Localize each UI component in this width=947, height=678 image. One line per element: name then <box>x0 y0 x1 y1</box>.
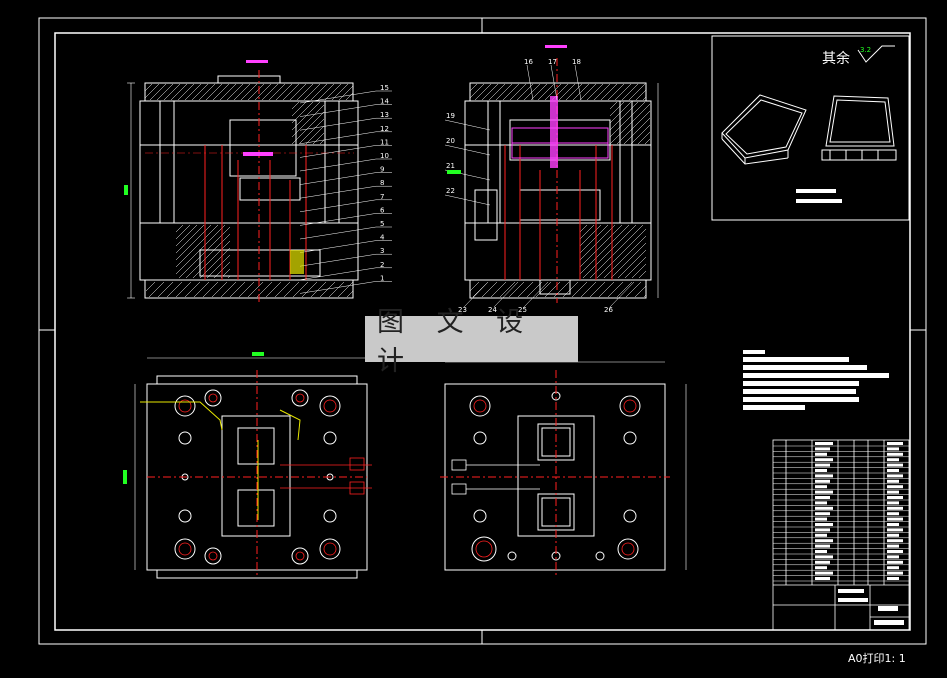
bolt-hole <box>623 431 637 445</box>
bolt-hole <box>471 536 497 562</box>
view-c-dim <box>134 357 367 570</box>
bolt-hole <box>174 538 196 560</box>
bolt-hole <box>204 547 222 565</box>
title-block <box>772 439 910 631</box>
plan-view-c-circles <box>174 389 341 565</box>
part-number-label: 2 <box>380 261 384 269</box>
view-d-dim <box>445 361 687 570</box>
surface-note-label: 其余 <box>822 51 850 67</box>
bolt-hole <box>323 431 337 445</box>
view-a-leaders <box>299 90 392 294</box>
part-number-label: 22 <box>446 187 455 195</box>
bolt-hole <box>178 431 192 445</box>
bom-rows <box>773 445 909 582</box>
part-number-label: 11 <box>380 138 389 146</box>
part-number-label: 9 <box>380 166 384 174</box>
surface-roughness-symbol <box>857 45 895 63</box>
plan-view-d-circles <box>469 391 641 562</box>
bolt-hole <box>178 509 192 523</box>
bolt-hole <box>507 551 517 561</box>
part-3d-right <box>821 95 897 161</box>
part-number-label: 1 <box>380 274 384 282</box>
part-number-label: 6 <box>380 206 385 214</box>
part-number-label: 24 <box>488 306 497 314</box>
part-number-label: 12 <box>380 125 389 133</box>
bolt-hole <box>617 538 639 560</box>
bolt-hole <box>473 509 487 523</box>
section-view-b-hatch <box>469 83 651 298</box>
bolt-hole <box>473 431 487 445</box>
part-number-label: 4 <box>380 234 385 242</box>
part-number-label: 25 <box>518 306 527 314</box>
preview-box <box>711 35 910 221</box>
bolt-hole <box>174 395 196 417</box>
part-number-label: 14 <box>380 98 389 106</box>
section-view-a <box>139 75 359 299</box>
part-3d-left <box>721 94 807 165</box>
part-number-label: 7 <box>380 193 384 201</box>
view-a-numbers: 15 14 13 12 11 10 9 8 7 6 5 4 3 2 1 <box>380 84 389 282</box>
bom-fill <box>815 442 904 625</box>
print-scale-note: A0打印1: 1 <box>848 652 906 665</box>
tech-notes <box>743 350 889 410</box>
part-number-label: 5 <box>380 220 384 228</box>
part-number-label: 26 <box>604 306 613 314</box>
banner-text: 图 文 设 计 <box>377 307 536 377</box>
part-number-label: 19 <box>446 112 455 120</box>
part-number-label: 3 <box>380 247 384 255</box>
part-number-label: 23 <box>458 306 467 314</box>
roughness-value: 3.2 <box>860 46 871 54</box>
bolt-hole <box>323 509 337 523</box>
watermark-banner: 图 文 设 计 <box>365 307 578 377</box>
bolt-hole <box>291 389 309 407</box>
bolt-hole <box>619 395 641 417</box>
bolt-hole <box>319 538 341 560</box>
bolt-hole <box>469 395 491 417</box>
view-b-numbers: 16 17 18 19 20 21 22 23 24 25 26 <box>446 58 613 314</box>
bolt-hole <box>291 547 309 565</box>
bolt-hole <box>319 395 341 417</box>
section-view-a-hatch <box>144 83 354 298</box>
part-number-label: 15 <box>380 84 389 92</box>
part-number-label: 8 <box>380 179 384 187</box>
part-number-label: 13 <box>380 111 389 119</box>
part-number-label: 20 <box>446 137 455 145</box>
view-a-dim <box>127 82 135 299</box>
part-number-label: 16 <box>524 58 533 66</box>
part-number-label: 18 <box>572 58 581 66</box>
bolt-hole <box>623 509 637 523</box>
part-number-label: 17 <box>548 58 557 66</box>
bolt-hole <box>595 551 605 561</box>
part-number-label: 10 <box>380 152 389 160</box>
view-b-leaders <box>444 64 635 308</box>
bolt-hole <box>204 389 222 407</box>
part-number-label: 21 <box>446 162 455 170</box>
